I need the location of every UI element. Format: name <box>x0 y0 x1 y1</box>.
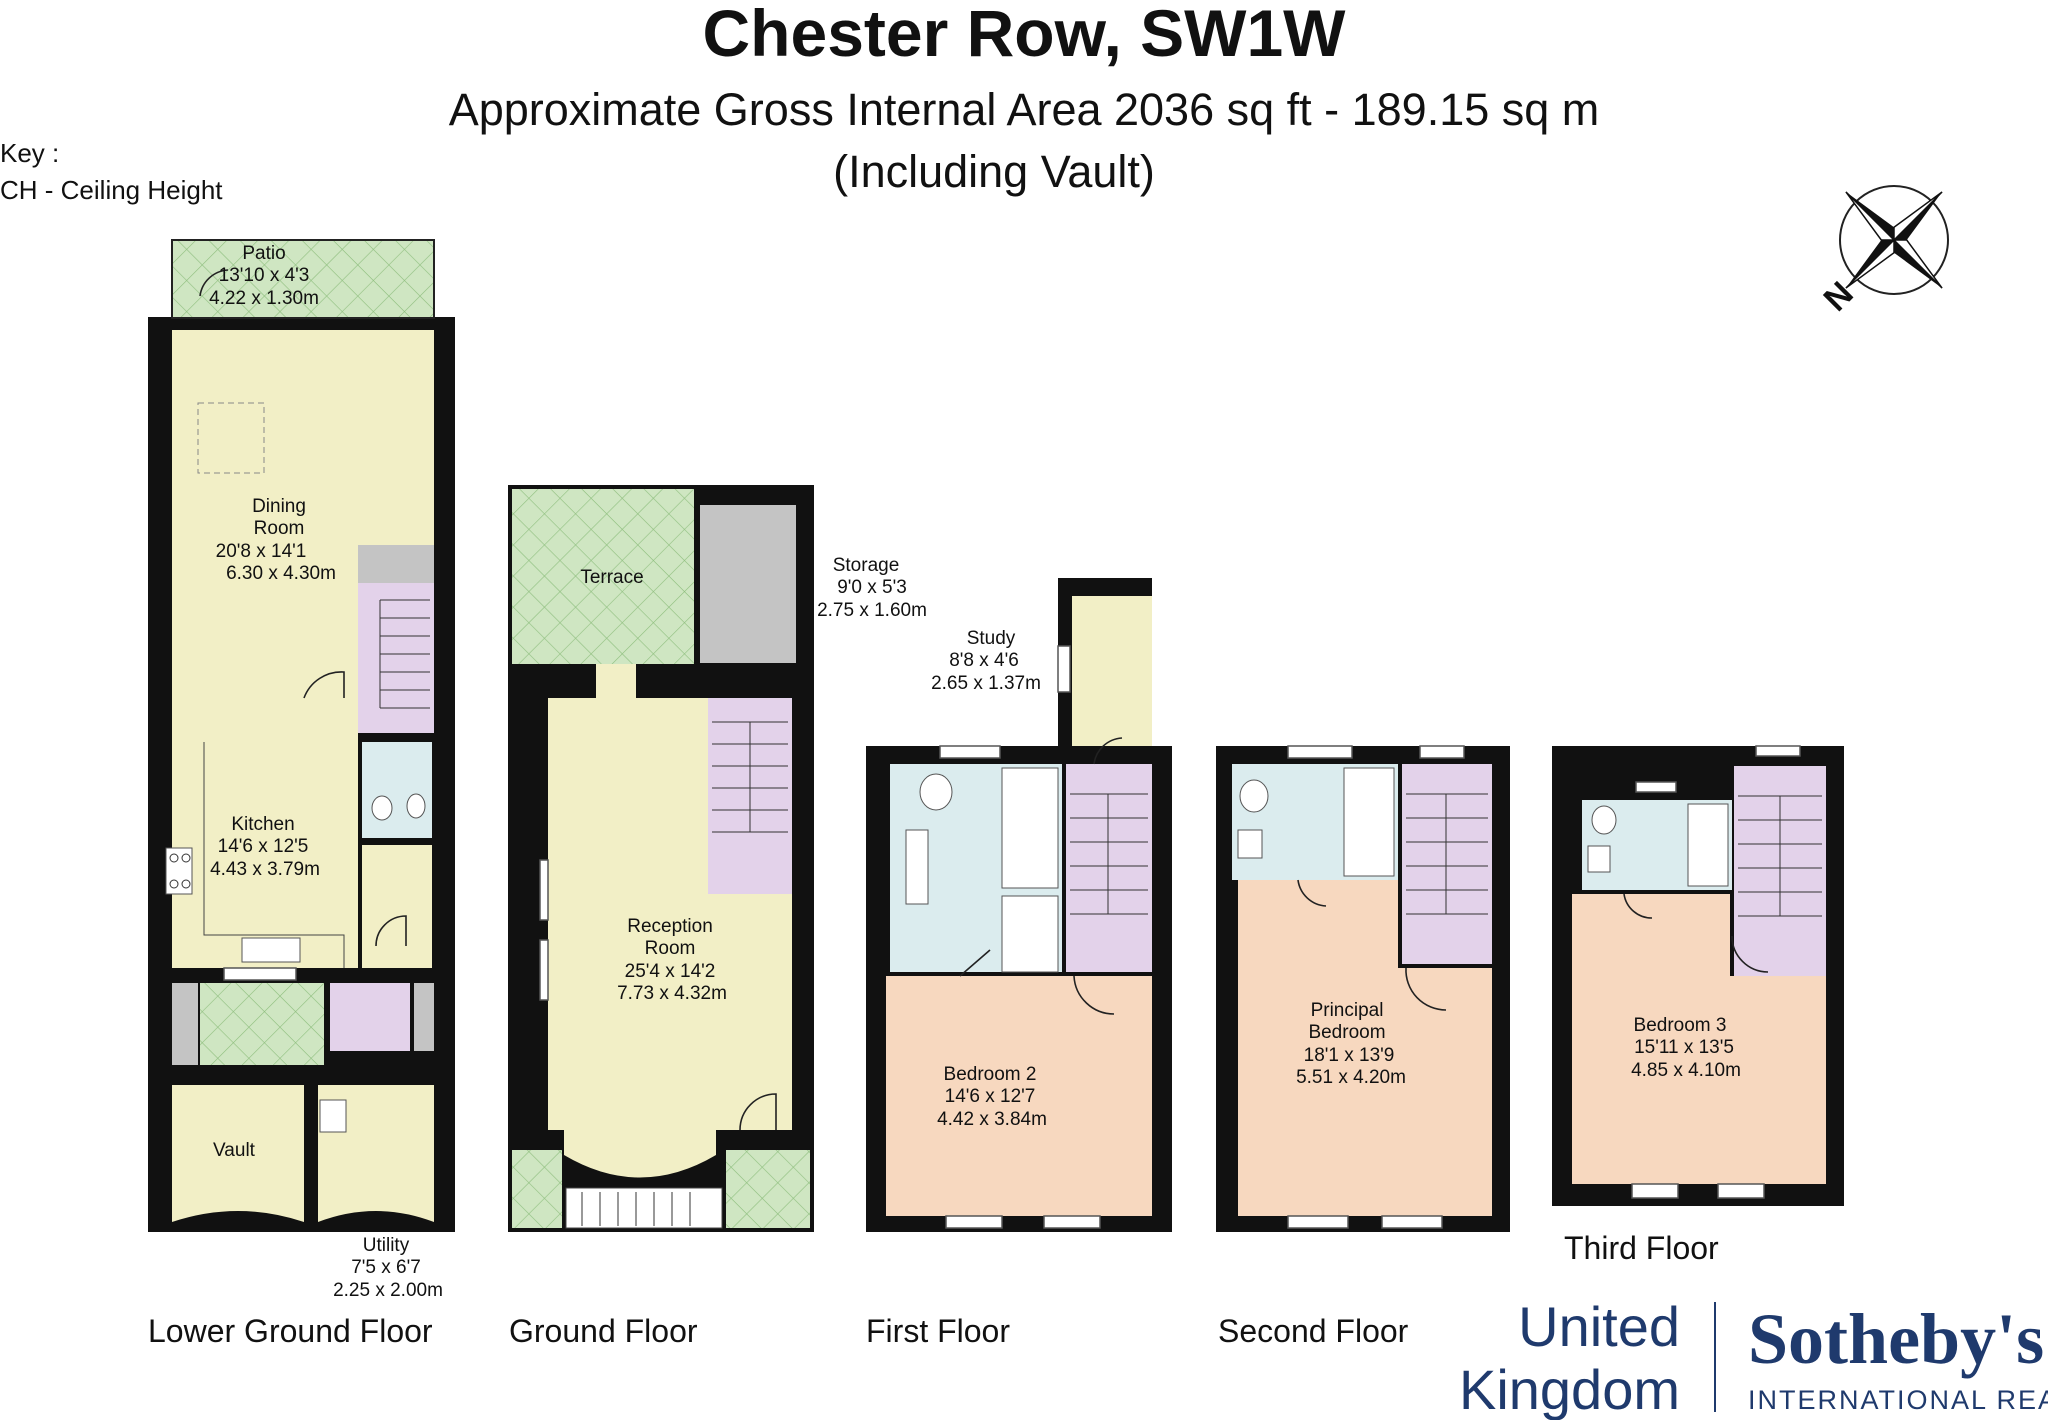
key-label: Key : <box>0 138 59 168</box>
patio-name: Patio <box>242 243 285 264</box>
patio-metric: 4.22 x 1.30m <box>209 288 319 309</box>
dining-name-2: Room <box>254 518 305 539</box>
bedroom3-imperial: 15'11 x 13'5 <box>1634 1037 1734 1058</box>
principal-name-2: Bedroom <box>1308 1022 1385 1043</box>
lower-ground-floor-plan <box>148 239 455 1232</box>
third-floor-plan <box>1552 745 1844 1206</box>
brand-name: Sotheby's <box>1748 1299 2044 1379</box>
floor-label-second: Second Floor <box>1218 1313 1409 1349</box>
brand-line-2: Kingdom <box>1459 1358 1680 1420</box>
page-title: Chester Row, SW1W <box>703 0 1347 70</box>
sothebys-logo: United Kingdom Sotheby's INTERNATIONAL R… <box>1459 1295 2048 1420</box>
dining-name: Dining <box>252 496 306 517</box>
floor-label-third: Third Floor <box>1564 1230 1719 1266</box>
key-entry: CH - Ceiling Height <box>0 175 223 205</box>
kitchen-metric: 4.43 x 3.79m <box>210 859 320 880</box>
page-subtitle-2: (Including Vault) <box>833 146 1155 197</box>
bedroom3-metric: 4.85 x 4.10m <box>1631 1060 1741 1081</box>
first-floor-plan <box>866 578 1172 1232</box>
kitchen-name: Kitchen <box>231 814 294 835</box>
page-subtitle: Approximate Gross Internal Area 2036 sq … <box>449 84 1600 135</box>
reception-name: Reception <box>627 916 713 937</box>
bedroom2-metric: 4.42 x 3.84m <box>937 1109 1047 1130</box>
storage-name: Storage <box>833 555 900 576</box>
brand-tagline: INTERNATIONAL REALTY <box>1748 1385 2048 1415</box>
dining-imperial: 20'8 x 14'1 <box>216 541 307 562</box>
reception-name-2: Room <box>645 938 696 959</box>
principal-name: Principal <box>1311 1000 1384 1021</box>
utility-metric: 2.25 x 2.00m <box>333 1280 443 1301</box>
second-floor-plan <box>1216 745 1510 1232</box>
principal-imperial: 18'1 x 13'9 <box>1304 1045 1395 1066</box>
compass-icon: N <box>1817 185 1949 319</box>
bedroom2-name: Bedroom 2 <box>944 1064 1037 1085</box>
reception-metric: 7.73 x 4.32m <box>617 983 727 1004</box>
floor-label-lower-ground: Lower Ground Floor <box>148 1313 433 1349</box>
study-imperial: 8'8 x 4'6 <box>949 650 1019 671</box>
storage-metric: 2.75 x 1.60m <box>817 600 927 621</box>
bedroom2-imperial: 14'6 x 12'7 <box>945 1086 1036 1107</box>
ground-floor-plan <box>508 485 814 1232</box>
brand-line-1: United <box>1518 1295 1680 1358</box>
floor-label-ground: Ground Floor <box>509 1313 698 1349</box>
storage-imperial: 9'0 x 5'3 <box>837 577 907 598</box>
vault-name: Vault <box>213 1140 256 1161</box>
utility-imperial: 7'5 x 6'7 <box>351 1257 421 1278</box>
study-metric: 2.65 x 1.37m <box>931 673 1041 694</box>
study-name: Study <box>967 628 1016 649</box>
utility-name: Utility <box>363 1235 410 1256</box>
terrace-name: Terrace <box>580 567 643 588</box>
reception-imperial: 25'4 x 14'2 <box>625 961 716 982</box>
dining-metric: 6.30 x 4.30m <box>226 563 336 584</box>
floor-label-first: First Floor <box>866 1313 1010 1349</box>
patio-imperial: 13'10 x 4'3 <box>219 265 310 286</box>
kitchen-imperial: 14'6 x 12'5 <box>218 836 309 857</box>
bedroom3-name: Bedroom 3 <box>1634 1015 1727 1036</box>
principal-metric: 5.51 x 4.20m <box>1296 1067 1406 1088</box>
